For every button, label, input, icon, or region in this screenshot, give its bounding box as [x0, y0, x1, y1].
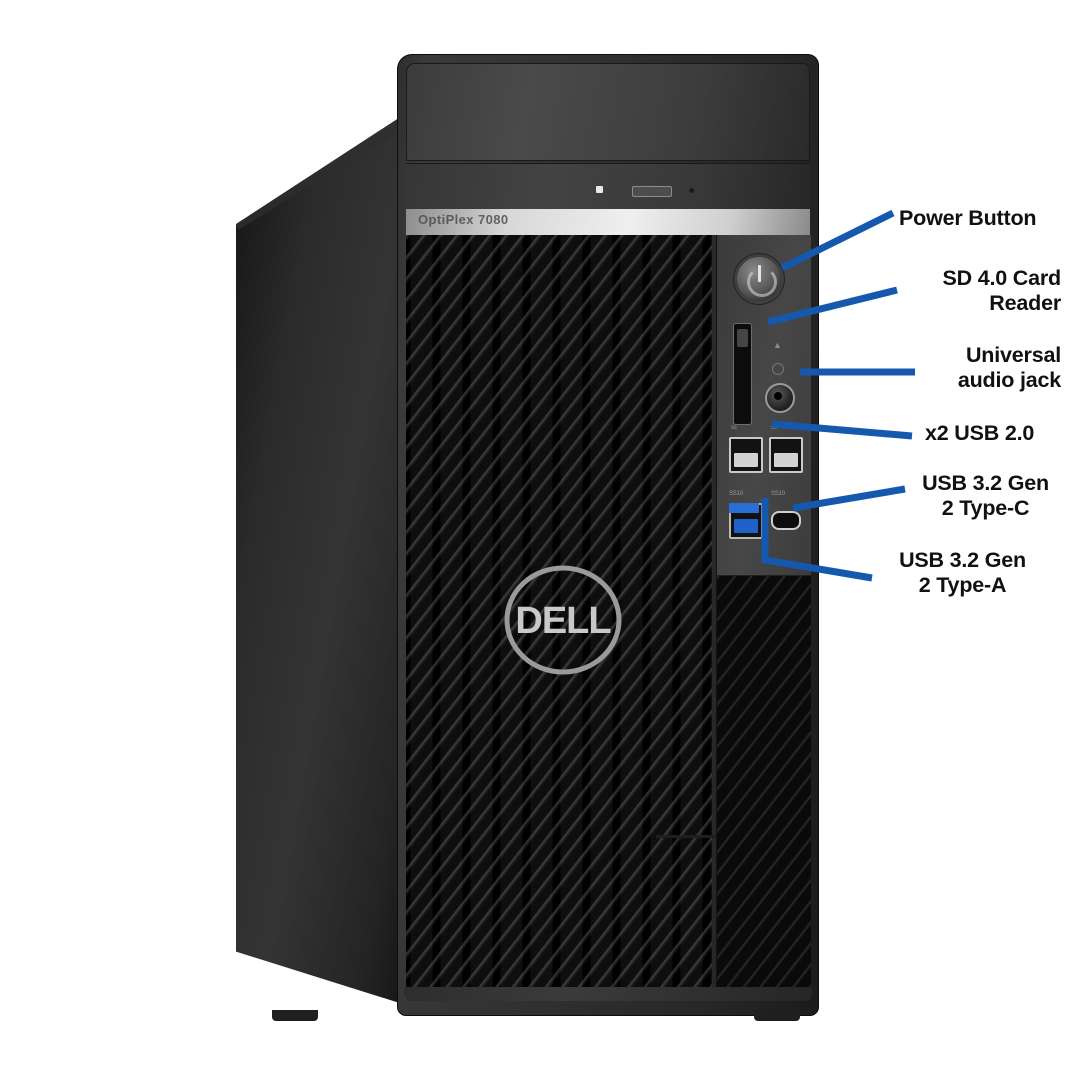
top-smooth-panel: [406, 63, 810, 161]
left-side-panel: [236, 115, 406, 1005]
grille-seam: [656, 835, 720, 838]
usb3c-marking: SS10: [771, 491, 785, 497]
sd-card-icon: ▲: [773, 340, 782, 350]
dell-logo: DELL: [504, 565, 622, 675]
sd-card-reader-slot[interactable]: [733, 323, 752, 425]
usb2-right-marking: ss: [771, 425, 777, 431]
callout-label-usb-type-c: USB 3.2 Gen 2 Type-C: [922, 471, 1049, 520]
front-bezel: OptiPlex 7080 DELL ▲ ss: [398, 55, 818, 1015]
model-name-strip: OptiPlex 7080: [406, 209, 810, 235]
dell-logo-text: DELL: [515, 600, 611, 642]
chassis-foot-left: [272, 1010, 318, 1021]
drive-led-icon: [772, 363, 784, 375]
model-name-text: OptiPlex 7080: [418, 212, 509, 227]
dell-optiplex-tower: OptiPlex 7080 DELL ▲ ss: [236, 55, 836, 1025]
optical-drive-bay: [406, 163, 810, 211]
usb-3-2-gen2-type-a-port[interactable]: [729, 503, 763, 539]
callout-label-power-button: Power Button: [899, 206, 1037, 230]
drive-activity-led-icon: [595, 186, 603, 193]
usb-2-port-right[interactable]: [769, 437, 803, 473]
usb-2-port-left[interactable]: [729, 437, 763, 473]
drive-emergency-eject-hole-icon: [688, 188, 694, 193]
power-icon-stem: [757, 265, 761, 282]
drive-eject-button[interactable]: [632, 186, 673, 197]
callout-label-sd-card-reader: SD 4.0 Card Reader: [942, 266, 1062, 315]
lower-grille-section: [717, 575, 811, 989]
front-io-panel: ▲ ss ss SS10 SS10: [716, 235, 811, 989]
front-mesh-grille: [406, 235, 720, 989]
callout-label-usb-type-a: USB 3.2 Gen 2 Type-A: [899, 548, 1026, 597]
chassis-foot-right: [754, 1010, 800, 1021]
usb3a-marking: SS10: [729, 491, 743, 497]
power-button[interactable]: [737, 257, 781, 301]
bottom-lip: [404, 987, 812, 1001]
universal-audio-jack[interactable]: [765, 383, 795, 413]
usb2-left-marking: ss: [731, 425, 737, 431]
power-icon-ring: [747, 267, 777, 297]
usb-3-2-gen2-type-c-port[interactable]: [771, 511, 801, 530]
callout-label-universal-audio-jack: Universal audio jack: [957, 343, 1061, 392]
callout-label-usb-2: x2 USB 2.0: [925, 421, 1035, 445]
